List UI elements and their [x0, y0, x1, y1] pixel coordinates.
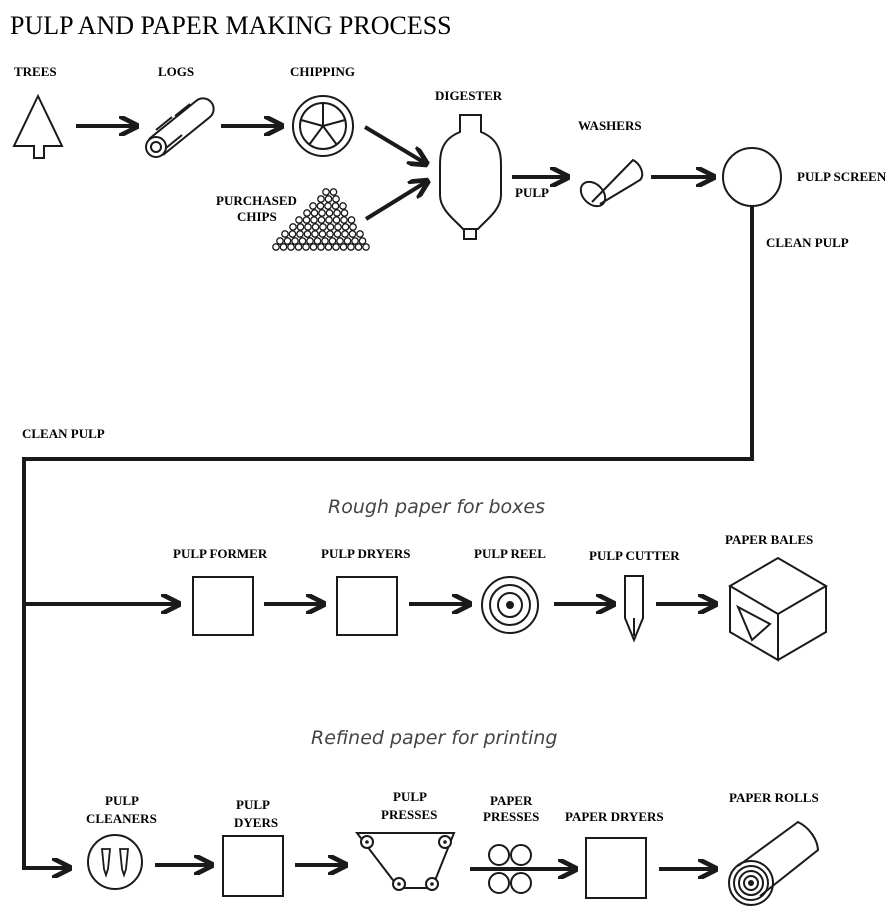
pulp-dryers-box	[336, 576, 398, 636]
label-purchased: PURCHASED	[216, 193, 297, 208]
label-chips: CHIPS	[237, 209, 277, 224]
log-icon	[145, 97, 215, 158]
label-pulp-cutter: PULP CUTTER	[589, 548, 680, 563]
digester-icon	[439, 114, 502, 240]
arrow-chipping-digester	[363, 125, 425, 163]
label-paper-presses-1: PAPER	[490, 793, 533, 808]
label-washers: WASHERS	[578, 118, 642, 133]
label-paper-bales: PAPER BALES	[725, 532, 813, 547]
label-pulp-cleaners-1: PULP	[105, 793, 139, 808]
label-clean-pulp-left: CLEAN PULP	[22, 426, 105, 441]
paper-presses-icon	[488, 844, 532, 894]
label-pulp-cleaners-2: CLEANERS	[86, 811, 157, 826]
arrow-chips-digester	[364, 182, 426, 221]
label-pulp-presses-2: PRESSES	[381, 807, 437, 822]
label-pulp: PULP	[515, 185, 549, 200]
pulp-dyers-box	[222, 835, 284, 897]
tree-icon	[12, 93, 64, 159]
label-pulp-screen: PULP SCREEN	[797, 169, 887, 184]
chipping-wheel-icon	[292, 95, 354, 157]
label-pulp-reel: PULP REEL	[474, 546, 546, 561]
purchased-chips-icon	[272, 188, 376, 251]
paper-dryers-box	[585, 837, 647, 899]
pulp-screen-icon	[722, 147, 782, 207]
clean-pulp-connector	[22, 206, 754, 868]
label-pulp-former: PULP FORMER	[173, 546, 268, 561]
paper-bales-icon	[728, 556, 828, 662]
label-pulp-presses-1: PULP	[393, 789, 427, 804]
label-paper-dryers: PAPER DRYERS	[565, 809, 664, 824]
paper-rolls-icon	[728, 820, 820, 906]
label-trees: TREES	[14, 64, 57, 79]
page-title: PULP AND PAPER MAKING PROCESS	[10, 11, 452, 40]
label-digester: DIGESTER	[435, 88, 503, 103]
label-pulp-dyers-1: PULP	[236, 797, 270, 812]
label-pulp-dryers: PULP DRYERS	[321, 546, 410, 561]
label-paper-rolls: PAPER ROLLS	[729, 790, 819, 805]
section-refined-paper: Refined paper for printing	[311, 727, 558, 749]
pulp-cutter-icon	[624, 575, 644, 643]
label-pulp-dyers-2: DYERS	[234, 815, 278, 830]
pulp-presses-icon	[354, 832, 456, 891]
label-logs: LOGS	[158, 64, 194, 79]
section-rough-paper: Rough paper for boxes	[328, 496, 545, 518]
pulp-reel-icon	[481, 576, 539, 634]
label-clean-pulp-right: CLEAN PULP	[766, 235, 849, 250]
label-chipping: CHIPPING	[290, 64, 355, 79]
label-paper-presses-2: PRESSES	[483, 809, 539, 824]
washers-icon	[579, 158, 644, 208]
pulp-former-box	[192, 576, 254, 636]
pulp-cleaners-icon	[87, 834, 143, 890]
